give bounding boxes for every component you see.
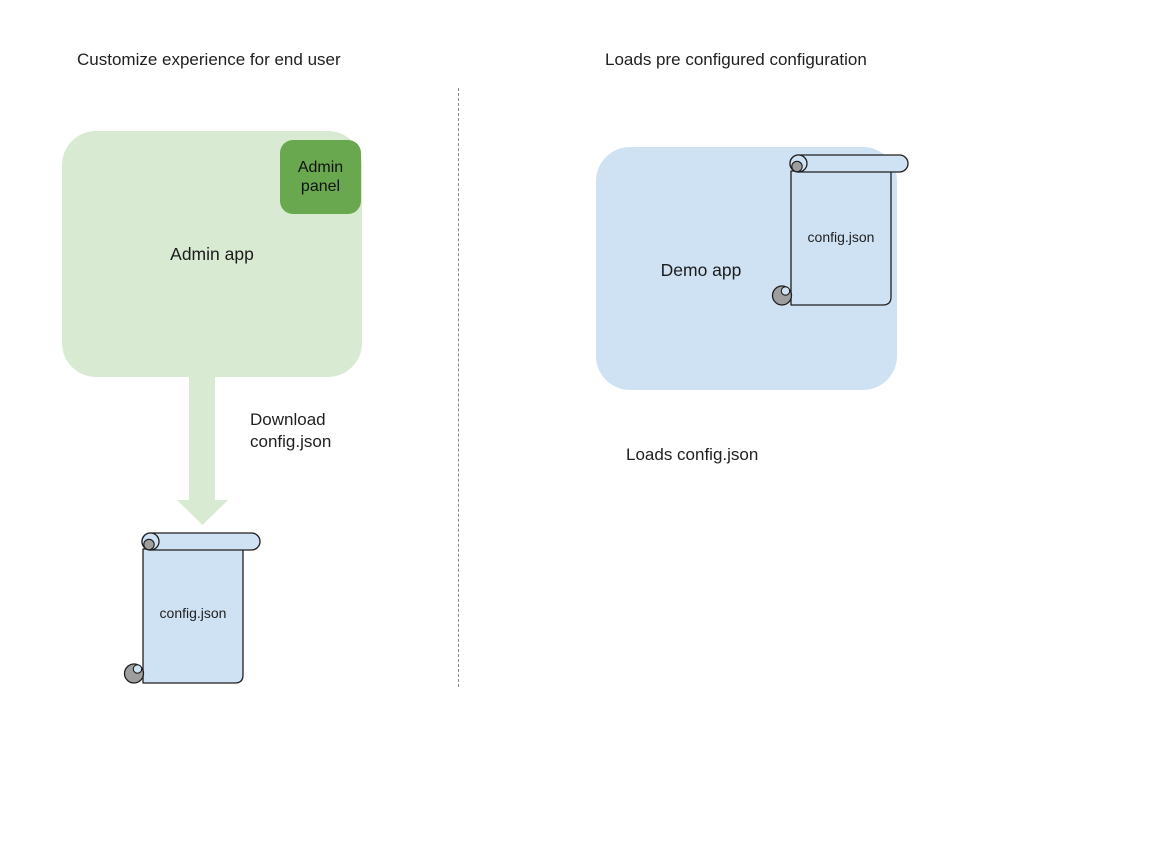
demo-app-label: Demo app [660,260,742,280]
download-arrow-icon [177,377,228,525]
download-arrow-label: Download config.json [250,410,332,451]
admin-panel-shape: Admin panel [280,140,361,214]
left-section-title: Customize experience for end user [77,50,341,69]
admin-app-label: Admin app [170,243,254,264]
admin-panel-label: Admin panel [297,159,344,195]
config-file-label: config.json [807,229,875,245]
loads-config-caption: Loads config.json [626,445,759,464]
right-section-title: Loads pre configured configuration [605,50,867,69]
config-file-label: config.json [159,605,227,621]
admin-app-shape: Admin app Admin panel [62,131,362,377]
section-divider [458,88,459,687]
